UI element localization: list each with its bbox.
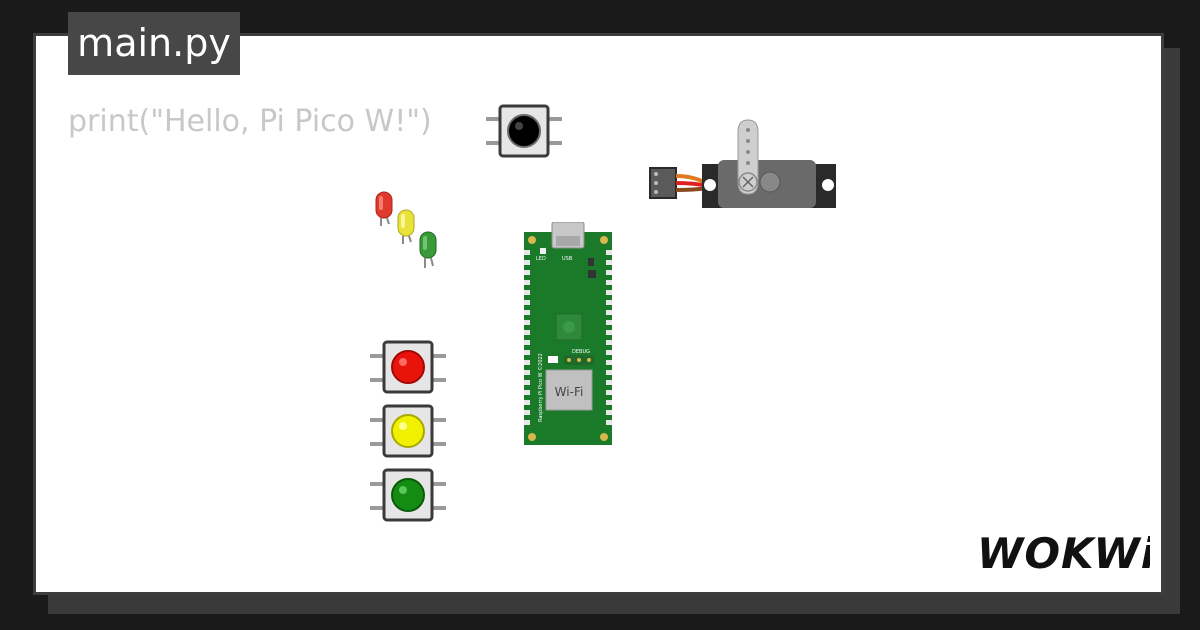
board-silk-text: Raspberry Pi Pico W ©2022 [537, 353, 544, 422]
led-green[interactable] [419, 231, 437, 268]
board-debug-label: DEBUG [572, 349, 590, 355]
pushbutton-red[interactable] [370, 340, 446, 396]
wifi-module-label: Wi-Fi [555, 385, 584, 399]
led-yellow[interactable] [397, 209, 415, 244]
servo-motor[interactable] [646, 116, 838, 214]
board-led-label: LED [536, 256, 546, 262]
wokwi-logo: WOKWi [977, 529, 1150, 576]
led-red[interactable] [375, 191, 393, 226]
pico-w-board[interactable]: LED USB DEBUG Wi-Fi Raspberry Pi Pico W … [522, 222, 614, 447]
pushbutton-black[interactable] [486, 104, 562, 160]
file-tab[interactable]: main.py [68, 12, 240, 75]
wokwi-logo-text: WOKWi [977, 529, 1150, 576]
code-line: print("Hello, Pi Pico W!") [68, 104, 432, 139]
pushbutton-yellow[interactable] [370, 404, 446, 460]
board-usb-label: USB [562, 256, 573, 262]
pushbutton-green[interactable] [370, 468, 446, 524]
led-group [375, 191, 437, 268]
